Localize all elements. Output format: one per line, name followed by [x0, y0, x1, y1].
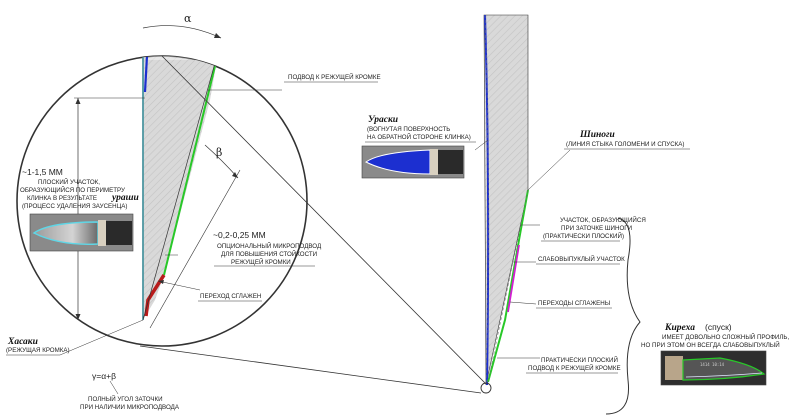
- kireha-bevel-line: [487, 189, 529, 383]
- alpha-arc: [142, 25, 222, 39]
- label-shinogi-desc: (ЛИНИЯ СТЫКА ГОЛОМЕНИ И СПУСКА): [566, 141, 684, 148]
- label-flat-desc-4: (ПРОЦЕСС УДАЛЕНИЯ ЗАУСЕНЦА): [22, 203, 127, 210]
- label-flat-desc-2: ОБРАЗУЮЩИЙСЯ ПО ПЕРИМЕТРУ: [20, 186, 125, 194]
- label-kireha-sub: (спуск): [705, 322, 732, 332]
- urashi-photo: [29, 213, 134, 252]
- beta-symbol: β: [216, 146, 222, 159]
- urasuki-line-magnified: [143, 56, 149, 93]
- shinogi-bevel-line: [163, 57, 218, 276]
- alpha-symbol: α: [184, 12, 192, 25]
- label-kireha-title: Киреха: [664, 323, 695, 333]
- label-transition: ПЕРЕХОД СГЛАЖЕН: [200, 293, 261, 300]
- label-flat-desc-3: КЛИНКА В РЕЗУЛЬТАТЕ: [27, 195, 97, 202]
- label-transitions-smoothed: ПЕРЕХОДЫ СГЛАЖЕНЫ: [538, 300, 610, 307]
- label-shinogi-flat-3: (ПРАКТИЧЕСКИ ПЛОСКИЙ): [543, 232, 624, 240]
- urasuki-photo: [361, 145, 465, 179]
- label-shinogi-title: Шиноги: [579, 130, 615, 140]
- label-kireha-desc-1: ИМЕЕТ ДОВОЛЬНО СЛОЖНЫЙ ПРОФИЛЬ,: [662, 333, 789, 341]
- label-gamma-desc-1: ПОЛНЫЙ УГОЛ ЗАТОЧКИ: [88, 395, 163, 403]
- label-flat-approach-2: ПОДВОД К РЕЖУЩЕЙ КРОМКЕ: [528, 364, 621, 372]
- kireha-photo-stamp: 1414 10:14: [700, 362, 725, 367]
- label-slightly-convex: СЛАБОВЫПУКЛЫЙ УЧАСТОК: [538, 255, 625, 263]
- kireha-brace: [605, 217, 641, 415]
- label-hasaki-desc: (РЕЖУЩАЯ КРОМКА): [6, 347, 70, 354]
- label-flat-width: ~1-1,5 ММ: [22, 167, 63, 177]
- label-flat-urashi: ураши: [111, 193, 139, 203]
- label-approach: ПОДВОД К РЕЖУЩЕЙ КРОМКЕ: [288, 73, 381, 81]
- label-hasaki-title: Хасаки: [7, 337, 38, 347]
- edge-marker-circle: [480, 382, 492, 394]
- label-flat-approach-1: ПРАКТИЧЕСКИ ПЛОСКИЙ: [541, 356, 618, 364]
- label-urasuki-title: Ураски: [368, 115, 398, 125]
- label-flat-desc-1: ПЛОСКИЙ УЧАСТОК,: [38, 178, 100, 186]
- label-micro-desc-1: ОПЦИОНАЛЬНЫЙ МИКРОПОДВОД: [217, 242, 322, 250]
- label-shinogi-flat-2: ПРИ ЗАТОЧКЕ ШИНОГИ: [561, 225, 632, 232]
- label-gamma-desc-2: ПРИ НАЛИЧИИ МИКРОПОДВОДА: [80, 404, 180, 411]
- label-micro-desc-3: РЕЖУЩЕЙ КРОМКИ: [231, 258, 291, 266]
- full-blade-view: [474, 14, 641, 415]
- label-kireha-desc-2: НО ПРИ ЭТОМ ОН ВСЕГДА СЛАБОВЫПУКЛЫЙ: [641, 341, 780, 349]
- label-urasuki-desc-1: (ВОГНУТАЯ ПОВЕРХНОСТЬ: [367, 126, 450, 133]
- right-labels: Ураски (ВОГНУТАЯ ПОВЕРХНОСТЬ НА ОБРАТНОЙ…: [365, 115, 789, 374]
- convex-segment: [507, 244, 520, 313]
- left-labels: ПОДВОД К РЕЖУЩЕЙ КРОМКЕ ~1-1,5 ММ ПЛОСКИ…: [6, 73, 381, 411]
- zoom-connector-bottom: [139, 345, 482, 394]
- full-blade-section: [483, 14, 529, 386]
- magnifier-view: α β: [16, 12, 308, 347]
- label-micro-desc-2: ДЛЯ ПОВЫШЕНИЯ СТОЙКОСТИ: [221, 250, 317, 258]
- label-micro-width: ~0,2-0,25 ММ: [213, 230, 266, 240]
- kireha-photo: 1414 10:14: [660, 350, 767, 386]
- micro-bevel: [144, 274, 166, 317]
- label-urasuki-desc-2: НА ОБРАТНОЙ СТОРОНЕ КЛИНКА): [367, 133, 471, 141]
- zoom-connector-top: [161, 55, 487, 385]
- magnified-blade-section: [143, 56, 217, 320]
- label-shinogi-flat-1: УЧАСТОК, ОБРАЗУЮЩИЙСЯ: [560, 216, 646, 224]
- label-gamma: γ=α+β: [92, 371, 116, 381]
